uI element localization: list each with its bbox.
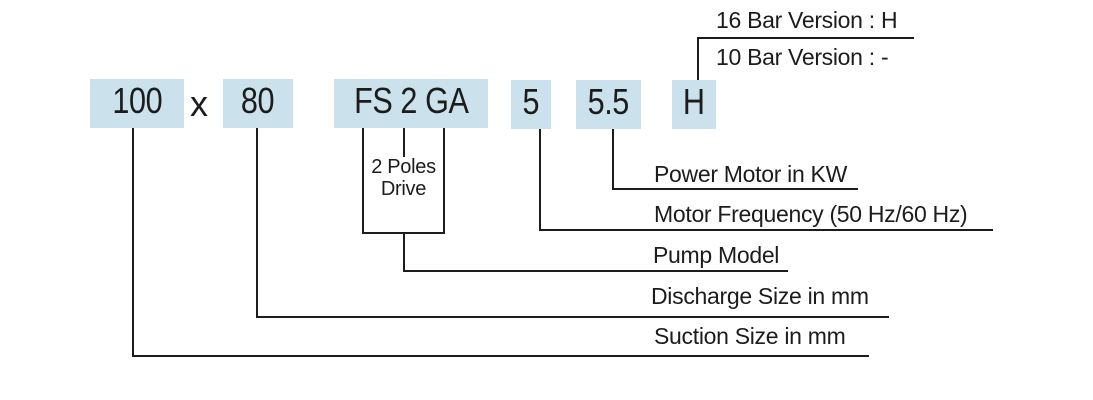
- code-pressure-version: H: [683, 80, 705, 122]
- code-box-suction-size: 100: [90, 79, 184, 128]
- leader-pressure-version: [697, 37, 914, 82]
- code-motor-power: 5.5: [587, 80, 630, 122]
- code-separator: x: [186, 79, 212, 128]
- label-discharge-size: Discharge Size in mm: [651, 283, 869, 309]
- code-box-pump-model: FS 2 GA: [334, 79, 488, 128]
- label-poles-drive: 2 Poles Drive: [363, 156, 444, 200]
- code-box-discharge-size: 80: [223, 79, 293, 128]
- code-box-motor-frequency: 5: [511, 80, 551, 129]
- leader-discharge-size: [256, 118, 889, 318]
- leader-motor-power: [612, 121, 858, 190]
- code-box-pressure-version: H: [672, 80, 716, 129]
- code-separator-x: x: [190, 82, 208, 124]
- label-10-bar-version: 10 Bar Version : -: [716, 44, 889, 70]
- label-poles-line2: Drive: [380, 178, 427, 200]
- code-pump-model: FS 2 GA: [353, 79, 469, 121]
- code-discharge-size: 80: [241, 79, 275, 121]
- code-suction-size: 100: [112, 79, 162, 121]
- leader-pump-model: [403, 232, 788, 272]
- label-poles-line1: 2 Poles: [371, 156, 436, 178]
- leader-motor-frequency: [539, 119, 993, 231]
- label-pump-model: Pump Model: [653, 242, 780, 268]
- label-suction-size: Suction Size in mm: [654, 323, 846, 349]
- label-motor-frequency: Motor Frequency (50 Hz/60 Hz): [654, 201, 968, 227]
- code-motor-frequency: 5: [522, 80, 540, 122]
- label-motor-power: Power Motor in KW: [654, 161, 848, 187]
- label-16-bar-version: 16 Bar Version : H: [716, 7, 898, 33]
- code-box-motor-power: 5.5: [576, 80, 641, 129]
- leader-suction-size: [132, 118, 869, 357]
